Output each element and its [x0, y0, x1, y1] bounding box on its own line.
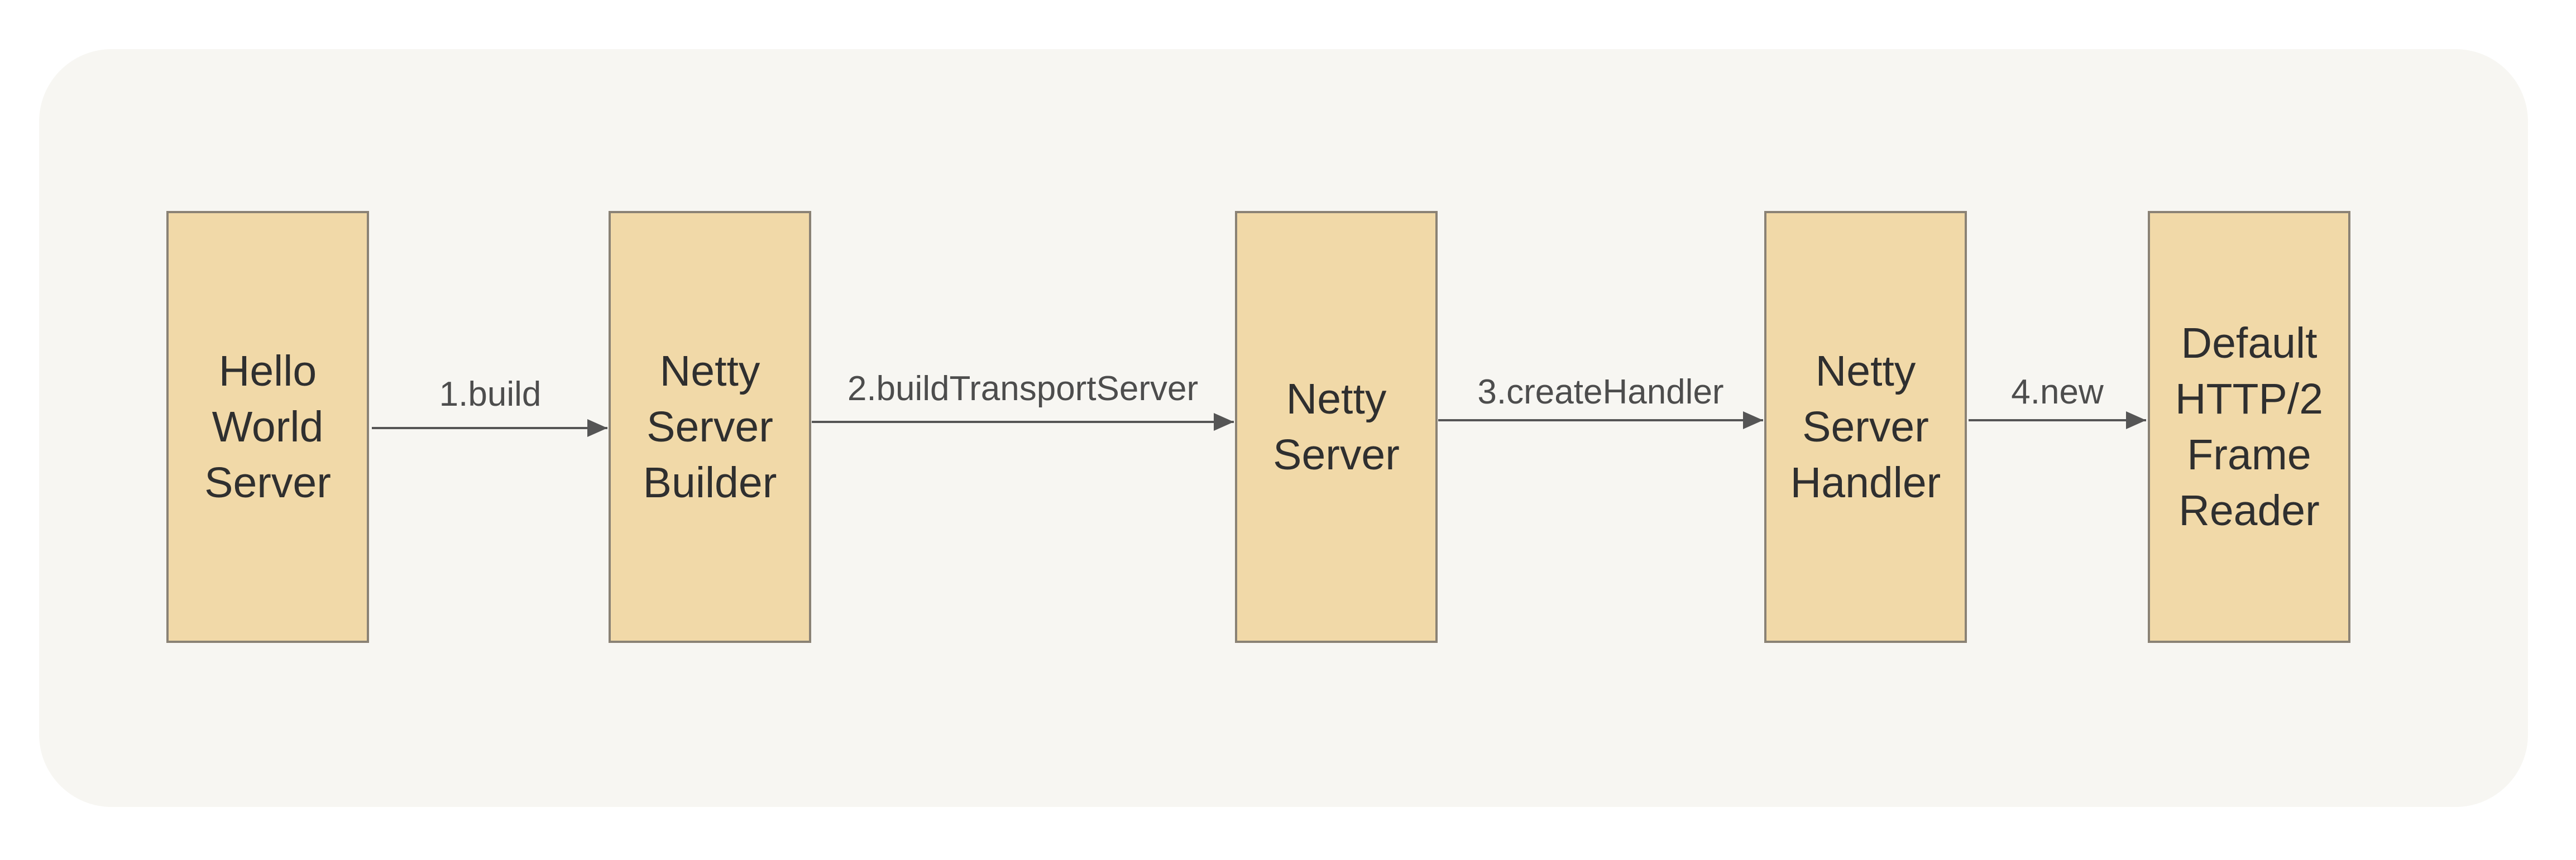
- node-label: Netty Server: [1273, 375, 1400, 479]
- edge-label-create-handler: 3.createHandler: [1477, 373, 1724, 411]
- node-hello-world-server: Hello World Server: [166, 211, 369, 643]
- node-label: Netty Server Handler: [1790, 347, 1941, 507]
- node-label: Default HTTP/2 Frame Reader: [2175, 319, 2324, 535]
- node-label: Hello World Server: [204, 347, 331, 507]
- node-default-http2-frame-reader: Default HTTP/2 Frame Reader: [2148, 211, 2350, 643]
- edge-label-build: 1.build: [439, 375, 542, 414]
- edge-label-build-transport-server: 2.buildTransportServer: [847, 369, 1199, 408]
- node-netty-server-handler: Netty Server Handler: [1764, 211, 1967, 643]
- node-netty-server: Netty Server: [1235, 211, 1438, 643]
- node-label: Netty Server Builder: [643, 347, 777, 507]
- node-netty-server-builder: Netty Server Builder: [609, 211, 811, 643]
- edge-label-new: 4.new: [2011, 373, 2104, 411]
